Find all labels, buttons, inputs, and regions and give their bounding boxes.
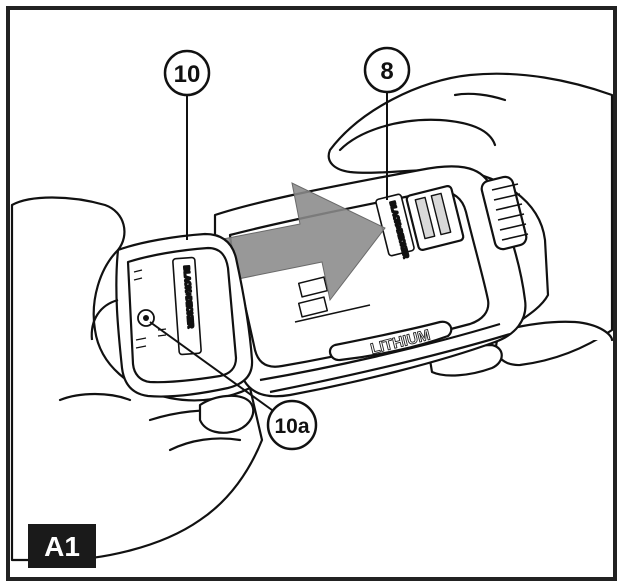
callout-8: 8 xyxy=(363,46,411,94)
charger-brand-strip xyxy=(172,256,202,356)
svg-text:A1: A1 xyxy=(44,531,80,562)
insertion-arrow xyxy=(217,182,386,302)
svg-text:8: 8 xyxy=(380,58,393,85)
charger: BLACK+DECKER xyxy=(90,232,254,398)
left-hand xyxy=(10,196,264,562)
leader-lines xyxy=(149,93,388,411)
callout-10: 10 xyxy=(163,49,211,97)
leader-line-10a xyxy=(149,321,273,411)
svg-text:10a: 10a xyxy=(274,415,309,438)
callout-10a: 10a xyxy=(266,399,318,451)
svg-text:10: 10 xyxy=(174,61,201,88)
battery-pack: LITHIUM BLACK+DECKER xyxy=(213,165,529,398)
panel-label: A1 xyxy=(28,524,96,568)
